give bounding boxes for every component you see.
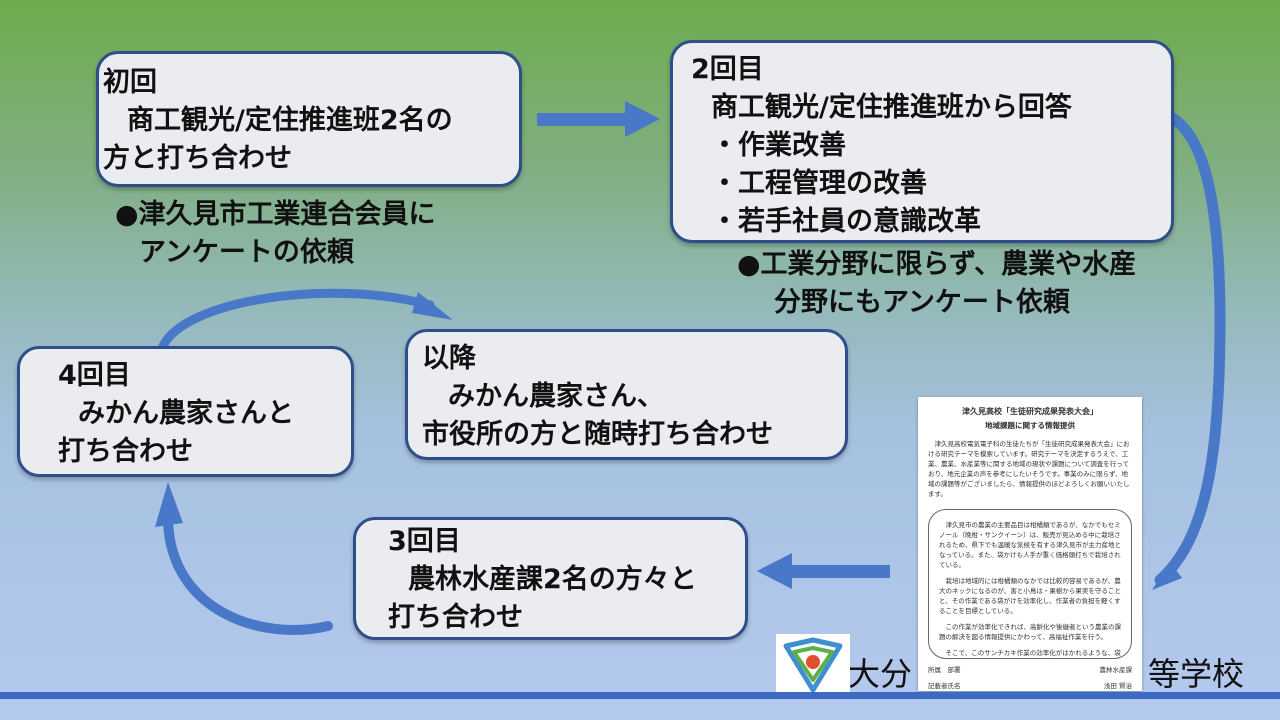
- document-paragraph: 津久見高校電気電子科の生徒たちが「生徒研究成果発表大会」における研究テーマを模索…: [928, 440, 1130, 498]
- step-second-box: 2回目 商工観光/定住推進班から回答 ・作業改善 ・工程管理の改善 ・若手社員の…: [670, 40, 1174, 243]
- document-title: 津久見高校「生徒研究成果発表大会」: [962, 407, 1098, 416]
- step-fourth-line1: みかん農家さんと: [78, 398, 294, 429]
- document-footer-value-2: 浅田 賢治: [1103, 682, 1132, 690]
- note-survey-agri-fish-line1: ●工業分野に限らず、農業や水産: [737, 249, 1137, 280]
- arrow-fourth-to-later: [158, 288, 453, 351]
- document-frame-text-4: そこで、このサンチカキ作業の効率化がはかれるような、袋かけ器具をぜひ制作してもら…: [945, 649, 1121, 657]
- document-subtitle: 地域課題に関する情報提供: [985, 421, 1075, 430]
- step-later-box: 以降 みかん農家さん、 市役所の方と随時打ち合わせ: [405, 329, 848, 460]
- school-name-left: 大分: [848, 655, 913, 693]
- info-request-document: 津久見高校「生徒研究成果発表大会」 地域課題に関する情報提供 津久見高校電気電子…: [918, 397, 1142, 691]
- note-survey-agri-fish-line2: 分野にもアンケート依頼: [774, 287, 1070, 318]
- step-first-title: 初回: [103, 67, 157, 98]
- document-frame-text-1: 津久見市の農業の主要品目は柑橘類であるが、なかでもセミノール（晩柑・サンクイーン…: [939, 521, 1121, 569]
- document-footer-label-2: 記載者氏名: [928, 682, 961, 690]
- step-first-line2: 方と打ち合わせ: [103, 143, 292, 174]
- step-later-line1: みかん農家さん、: [448, 381, 664, 412]
- step-later-line2: 市役所の方と随時打ち合わせ: [422, 419, 773, 450]
- step-second-line3: ・工程管理の改善: [711, 168, 927, 199]
- school-logo-icon: [783, 637, 843, 693]
- step-third-line2: 打ち合わせ: [388, 602, 523, 633]
- document-footer-row-1: 所属 部署 農林水産課: [928, 665, 1132, 675]
- step-third-title: 3回目: [388, 526, 461, 557]
- arrow-third-to-fourth: [155, 482, 333, 635]
- step-third-line1: 農林水産課2名の方々と: [408, 564, 697, 595]
- step-second-line1: 商工観光/定住推進班から回答: [711, 92, 1072, 123]
- note-survey-industry: ●津久見市工業連合会員に アンケートの依頼: [115, 196, 436, 272]
- document-footer-row-2: 記載者氏名 浅田 賢治: [928, 681, 1132, 691]
- step-fourth-line2: 打ち合わせ: [58, 436, 193, 467]
- step-second-line2: ・作業改善: [711, 130, 846, 161]
- step-first-box: 初回 商工観光/定住推進班2名の 方と打ち合わせ: [96, 51, 522, 187]
- arrow-second-to-third: [1151, 106, 1226, 590]
- arrow-first-to-second: [537, 101, 660, 137]
- step-later-title: 以降: [422, 343, 476, 374]
- document-frame-text-2: 栽培は地域的には柑橘類のなかでは比較的容易であるが、農大のネックになるのが、害と…: [939, 577, 1121, 615]
- document-footer-label-1: 所属 部署: [928, 666, 961, 674]
- note-survey-industry-line1: ●津久見市工業連合会員に: [115, 199, 436, 230]
- step-second-title: 2回目: [691, 54, 764, 85]
- document-response-frame: 津久見市の農業の主要品目は柑橘類であるが、なかでもセミノール（晩柑・サンクイーン…: [928, 509, 1132, 659]
- step-fourth-box: 4回目 みかん農家さんと 打ち合わせ: [17, 346, 354, 477]
- step-fourth-title: 4回目: [58, 360, 131, 391]
- step-first-line1: 商工観光/定住推進班2名の: [127, 105, 453, 136]
- bottom-divider-line: [0, 692, 1280, 699]
- note-survey-industry-line2: アンケートの依頼: [139, 237, 354, 268]
- document-footer-value-1: 農林水産課: [1099, 666, 1133, 674]
- school-logo: [776, 634, 850, 696]
- school-name-right: 等学校: [1148, 655, 1245, 693]
- document-frame-text-3: この作業が効率化できれば、高齢化や後継者という農業の課題の解決を図る情報提供にか…: [939, 623, 1121, 641]
- note-survey-agri-fish: ●工業分野に限らず、農業や水産 分野にもアンケート依頼: [737, 246, 1136, 322]
- arrow-to-third: [757, 553, 890, 589]
- step-second-line4: ・若手社員の意識改革: [711, 206, 981, 237]
- step-third-box: 3回目 農林水産課2名の方々と 打ち合わせ: [353, 517, 748, 640]
